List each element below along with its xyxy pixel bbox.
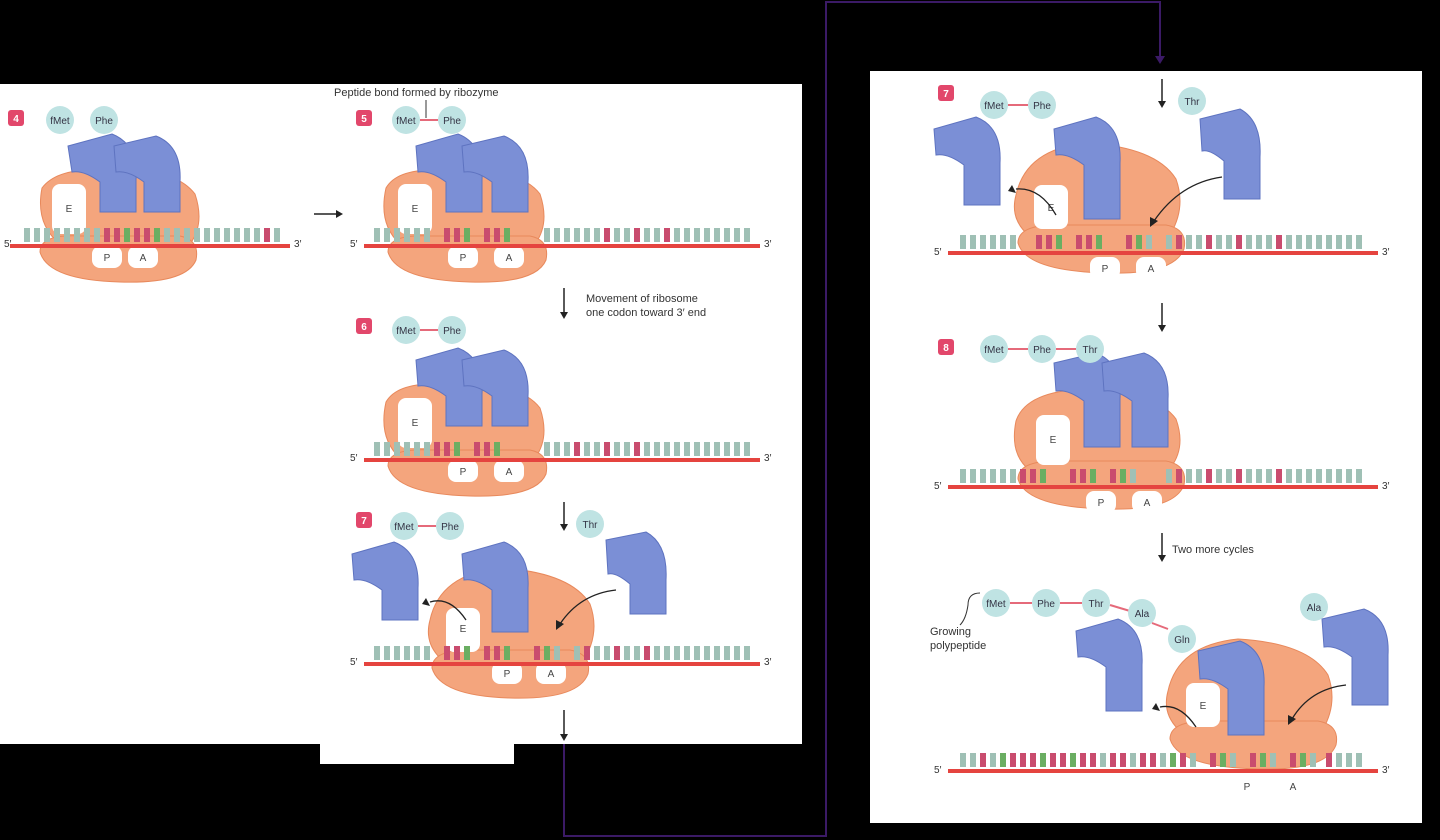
amino-acid-fmet [46,106,74,134]
left-diagram: 4 E P A 5′ 3′ fMet Phe [4,87,772,741]
svg-text:Phe: Phe [443,116,461,127]
svg-text:E: E [1050,435,1057,446]
svg-text:6: 6 [361,322,367,333]
svg-text:A: A [1290,782,1297,793]
svg-text:A: A [506,467,513,478]
svg-text:Ala: Ala [1135,609,1150,620]
arrow-step5-to-step6: Movement of ribosome one codon toward 3′… [560,288,706,319]
svg-text:A: A [140,253,147,264]
svg-text:Phe: Phe [1033,345,1051,356]
svg-text:one codon toward 3′ end: one codon toward 3′ end [586,307,706,319]
svg-text:fMet: fMet [984,345,1004,356]
svg-text:5: 5 [361,114,367,125]
step-7-right-diagram: 7 E P A 5′ 3′ fMet [933,85,1390,279]
svg-text:3′: 3′ [1382,247,1390,258]
arrow-step4-to-step5 [314,210,343,218]
amino-acid-phe [90,106,118,134]
svg-text:5′: 5′ [934,765,942,776]
svg-text:P: P [1098,498,1105,509]
tab-panel [320,744,514,764]
svg-text:3′: 3′ [1382,765,1390,776]
svg-text:Growing: Growing [930,626,971,638]
svg-text:P: P [1244,782,1251,793]
svg-text:Phe: Phe [1037,599,1055,610]
step-5-diagram: 5 E P A 5′ 3′ fMet Phe [350,106,772,283]
peptide-bond-note: Peptide bond formed by ribozyme [334,87,498,99]
svg-text:P: P [1102,264,1109,275]
svg-text:5′: 5′ [350,453,358,464]
svg-text:5′: 5′ [350,239,358,250]
svg-text:3′: 3′ [1382,481,1390,492]
svg-text:5′: 5′ [350,657,358,668]
svg-text:5′: 5′ [4,239,12,250]
svg-text:Ala: Ala [1307,603,1322,614]
step-6-diagram: 6 E P A 5′ 3′ fMet Phe [350,316,772,497]
svg-text:Thr: Thr [1185,97,1201,108]
svg-text:fMet: fMet [984,101,1004,112]
svg-text:Phe: Phe [441,522,459,533]
svg-text:3′: 3′ [294,239,302,250]
svg-text:P: P [460,253,467,264]
svg-text:Phe: Phe [1033,101,1051,112]
svg-text:fMet: fMet [396,116,416,127]
svg-text:polypeptide: polypeptide [930,640,986,652]
svg-text:A: A [548,669,555,680]
svg-text:fMet: fMet [394,522,414,533]
svg-text:7: 7 [361,516,367,527]
growing-polypeptide-diagram: Growing polypeptide E P A 5′ 3′ [930,589,1390,797]
svg-text:Phe: Phe [443,326,461,337]
step-4-diagram: 4 E P A 5′ 3′ fMet Phe [4,106,302,283]
two-more-cycles-label: Two more cycles [1172,544,1254,556]
svg-text:P: P [104,253,111,264]
step-4-number: 4 [13,114,19,125]
step-4-badge [8,110,24,126]
svg-text:E: E [1200,701,1207,712]
svg-text:P: P [460,467,467,478]
trna-phe [113,135,181,213]
arrow-step6-to-step7 [560,502,568,531]
svg-text:Phe: Phe [95,116,113,127]
svg-text:3′: 3′ [764,453,772,464]
codon-bases [24,228,280,242]
svg-text:E: E [412,204,419,215]
step-8-diagram: 8 E P A 5′ 3′ fMet [934,335,1390,513]
svg-text:A: A [506,253,513,264]
svg-text:E: E [66,204,73,215]
mrna-strand [10,244,290,248]
svg-text:Gln: Gln [1174,635,1190,646]
svg-text:Thr: Thr [1089,599,1105,610]
svg-text:E: E [460,624,467,635]
svg-text:5′: 5′ [934,247,942,258]
svg-text:fMet: fMet [986,599,1006,610]
svg-text:E: E [412,418,419,429]
svg-text:P: P [504,669,511,680]
svg-text:A: A [1148,264,1155,275]
right-panel: 7 E P A 5′ 3′ fMet [870,71,1422,823]
right-diagram: 7 E P A 5′ 3′ fMet [930,79,1390,797]
svg-text:fMet: fMet [396,326,416,337]
step-7-left-diagram: 7 E P A 5′ 3′ fMet [350,510,772,699]
svg-text:5′: 5′ [934,481,942,492]
left-panel: 4 E P A 5′ 3′ fMet Phe [0,84,802,744]
svg-text:fMet: fMet [50,116,70,127]
svg-text:A: A [1144,498,1151,509]
svg-text:Movement of ribosome: Movement of ribosome [586,293,698,305]
trna-thr-incoming [605,531,667,615]
svg-text:Thr: Thr [583,520,599,531]
svg-text:Thr: Thr [1083,345,1099,356]
trna-exiting [351,541,419,621]
e-site-pocket [52,184,86,234]
svg-text:3′: 3′ [764,657,772,668]
svg-text:3′: 3′ [764,239,772,250]
svg-text:7: 7 [943,89,949,100]
svg-text:8: 8 [943,343,949,354]
